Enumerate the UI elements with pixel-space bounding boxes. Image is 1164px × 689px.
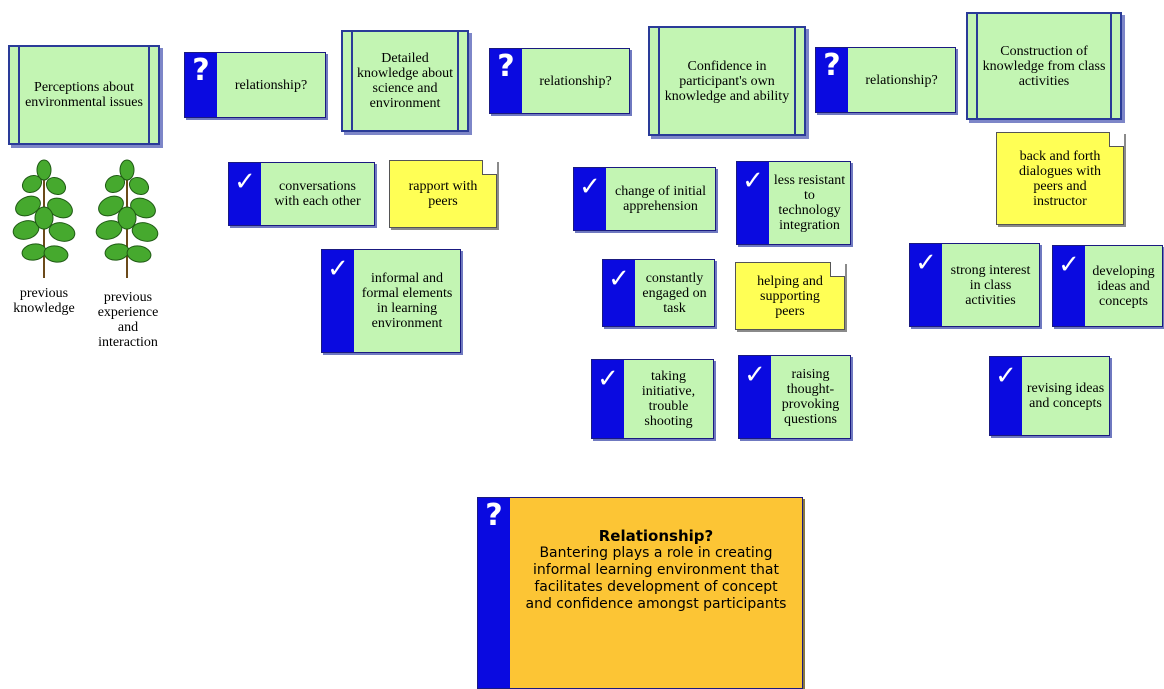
check-card-less-resistant[interactable]: ✓ less resistant to technology integrati… [736, 161, 851, 245]
question-icon: ? [185, 53, 217, 117]
check-icon: ✓ [592, 360, 624, 438]
note-rapport[interactable]: rapport with peers [389, 160, 497, 228]
check-card-label: taking initiative, trouble shooting [641, 369, 696, 429]
check-card-label: less resistant to technology integration [773, 173, 846, 233]
note-label: back and forth dialogues with peers and … [1018, 148, 1102, 209]
relationship-card-label: relationship? [539, 73, 612, 89]
relationship-card-2[interactable]: ? relationship? [489, 48, 630, 114]
check-card-label: revising ideas and concepts [1026, 381, 1105, 411]
relationship-summary-card[interactable]: ? Relationship? Bantering plays a role i… [477, 497, 803, 689]
note-label: helping and supporting peers [757, 273, 823, 319]
note-back-forth[interactable]: back and forth dialogues with peers and … [996, 132, 1124, 225]
check-card-label: raising thought-provoking questions [781, 367, 840, 427]
check-card-revising-ideas[interactable]: ✓ revising ideas and concepts [989, 356, 1110, 436]
note-fold-corner [482, 160, 497, 175]
check-icon: ✓ [910, 244, 942, 326]
note-label: rapport with peers [408, 179, 478, 209]
relationship-card-label: relationship? [234, 77, 308, 93]
note-helping[interactable]: helping and supporting peers [735, 262, 845, 330]
relationship-card-1[interactable]: ? relationship? [184, 52, 326, 118]
check-card-label: conversations with each other [274, 179, 361, 209]
check-icon: ✓ [1053, 246, 1085, 326]
summary-text: Bantering plays a role in creating infor… [525, 545, 787, 612]
relationship-card-label: relationship? [865, 72, 938, 88]
plant-right-icon [95, 158, 159, 280]
plant-right-label: previous experience and interaction [97, 290, 159, 350]
summary-title: Relationship? [598, 527, 714, 545]
check-icon: ✓ [737, 162, 769, 244]
check-card-developing-ideas[interactable]: ✓ developing ideas and concepts [1052, 245, 1163, 327]
topic-confidence[interactable]: Confidence in participant's own knowledg… [648, 26, 806, 136]
topic-construction-label: Construction of knowledge from class act… [982, 43, 1106, 89]
topic-perceptions[interactable]: Perceptions about environmental issues [8, 45, 160, 145]
plant-left-label: previous knowledge [13, 286, 75, 316]
plant-left-icon [12, 158, 76, 280]
check-icon: ✓ [574, 168, 606, 230]
check-card-label: informal and formal elements in learning… [361, 271, 453, 331]
check-card-label: developing ideas and concepts [1092, 263, 1155, 309]
check-card-taking-initiative[interactable]: ✓ taking initiative, trouble shooting [591, 359, 714, 439]
check-card-label: strong interest in class activities [950, 262, 1031, 308]
check-icon: ✓ [322, 250, 354, 352]
topic-perceptions-label: Perceptions about environmental issues [25, 80, 143, 110]
check-icon: ✓ [229, 163, 261, 225]
note-fold-corner [830, 262, 845, 277]
check-card-conversations[interactable]: ✓ conversations with each other [228, 162, 375, 226]
check-icon: ✓ [739, 356, 771, 438]
note-fold-corner [1109, 132, 1124, 147]
topic-detailed-knowledge[interactable]: Detailed knowledge about science and env… [341, 30, 469, 132]
check-card-raising-questions[interactable]: ✓ raising thought-provoking questions [738, 355, 851, 439]
check-icon: ✓ [603, 260, 635, 326]
check-card-informal-formal[interactable]: ✓ informal and formal elements in learni… [321, 249, 461, 353]
question-icon: ? [816, 48, 848, 112]
check-card-label: change of initial apprehension [615, 184, 706, 214]
check-card-change-apprehension[interactable]: ✓ change of initial apprehension [573, 167, 716, 231]
question-icon: ? [478, 498, 510, 688]
check-card-label: constantly engaged on task [642, 270, 707, 316]
question-icon: ? [490, 49, 522, 113]
topic-confidence-label: Confidence in participant's own knowledg… [664, 58, 790, 104]
check-card-strong-interest[interactable]: ✓ strong interest in class activities [909, 243, 1040, 327]
check-card-constantly-engaged[interactable]: ✓ constantly engaged on task [602, 259, 715, 327]
relationship-card-3[interactable]: ? relationship? [815, 47, 956, 113]
topic-construction[interactable]: Construction of knowledge from class act… [966, 12, 1122, 120]
topic-detailed-knowledge-label: Detailed knowledge about science and env… [356, 51, 454, 111]
check-icon: ✓ [990, 357, 1022, 435]
